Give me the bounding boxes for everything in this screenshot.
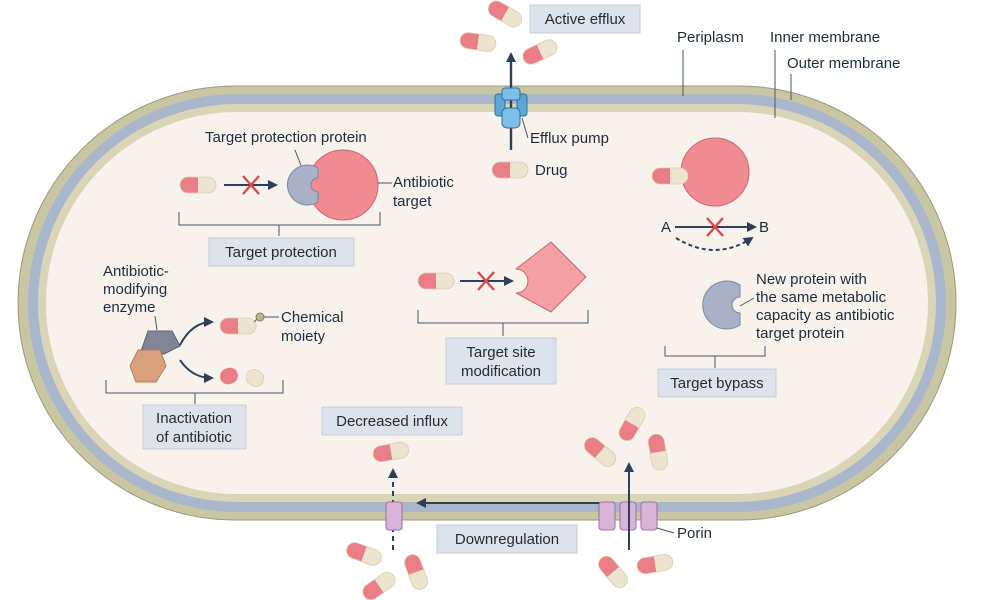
target-protection-group: Target protection protein Antibiotic tar… — [178, 129, 454, 267]
porin-label: Porin — [677, 525, 712, 542]
decreased-influx-label: Decreased influx — [336, 413, 448, 430]
drug-capsule — [401, 551, 431, 593]
modification-arrow — [179, 359, 214, 383]
modifying-enzyme-label-2: modifying — [103, 281, 167, 298]
porin-icon — [385, 501, 403, 531]
drug-capsule — [491, 161, 529, 179]
antibiotic-target-icon — [307, 149, 379, 221]
efflux-pump-icon — [494, 87, 528, 129]
envelope-labels: Periplasm Inner membrane Outer membrane — [677, 29, 900, 118]
inactivation-box — [142, 404, 247, 450]
target-bypass-box — [657, 368, 777, 398]
antibiotic-target-label-1: Antibiotic — [393, 174, 454, 191]
downregulation-label: Downregulation — [455, 531, 559, 548]
modifying-enzyme-label-1: Antibiotic- — [103, 263, 169, 280]
drug-capsule — [219, 317, 257, 335]
target-protection-protein-label: Target protection protein — [205, 129, 367, 146]
target-site-label-1: Target site — [466, 344, 535, 361]
bypass-arrow — [675, 236, 754, 251]
antibiotic-target-label-2: target — [393, 193, 432, 210]
new-protein-label-4: target protein — [756, 325, 844, 342]
target-protection-label: Target protection — [225, 244, 337, 261]
target-bypass-label: Target bypass — [670, 375, 763, 392]
drug-capsule — [343, 539, 385, 569]
porin-icon — [640, 501, 658, 531]
target-protection-protein-icon — [287, 164, 319, 206]
cytoplasm — [46, 112, 928, 494]
drug-label: Drug — [535, 162, 568, 179]
porin-icon — [598, 501, 616, 531]
drug-capsule — [519, 36, 561, 68]
block-cross-icon — [706, 217, 724, 237]
drug-capsule — [359, 568, 399, 600]
chemical-moiety-icon — [255, 312, 265, 322]
new-protein-label-2: the same metabolic — [756, 289, 887, 306]
drug-capsule — [485, 0, 525, 31]
target-site-box — [445, 337, 557, 385]
drug-capsule — [179, 176, 217, 194]
block-cross-icon — [242, 175, 260, 195]
modified-target-icon — [515, 241, 587, 313]
block-cross-icon — [477, 271, 495, 291]
cleaved-drug-icon — [220, 367, 265, 387]
efflux-pump-label: Efflux pump — [530, 130, 609, 147]
active-efflux-label: Active efflux — [545, 11, 626, 28]
antibiotic-target-icon — [680, 137, 750, 207]
modification-arrow — [179, 317, 214, 346]
inactivation-group: Antibiotic- modifying enzyme Chemical mo… — [103, 263, 344, 450]
drug-capsule — [458, 31, 498, 53]
inactivation-label-1: Inactivation — [156, 410, 232, 427]
active-efflux-box — [529, 4, 641, 34]
chemical-moiety-label-1: Chemical — [281, 309, 344, 326]
active-efflux-group: Active efflux Efflux pump Drug — [458, 0, 641, 179]
point-b-label: B — [759, 219, 769, 236]
chemical-moiety-label-2: moiety — [281, 328, 326, 345]
inner-membrane-label: Inner membrane — [770, 29, 880, 46]
periplasm-label: Periplasm — [677, 29, 744, 46]
drug-capsule — [651, 167, 689, 185]
new-protein-label-1: New protein with — [756, 271, 867, 288]
point-a-label: A — [661, 219, 671, 236]
modifying-enzyme-icon — [129, 330, 181, 383]
new-protein-label-3: capacity as antibiotic — [756, 307, 895, 324]
target-protection-box — [208, 237, 355, 267]
drug-capsule — [594, 552, 632, 592]
inactivation-label-2: of antibiotic — [156, 429, 232, 446]
decreased-influx-group: Decreased influx Downregulation Porin — [321, 404, 712, 600]
target-site-label-2: modification — [461, 363, 541, 380]
drug-capsule — [417, 272, 455, 290]
new-protein-icon — [702, 280, 741, 330]
modifying-enzyme-label-3: enzyme — [103, 299, 156, 316]
decreased-influx-box — [321, 406, 463, 436]
target-site-modification-group: Target site modification — [417, 241, 589, 385]
target-bypass-group: A B New protein with the same metabolic … — [651, 137, 895, 398]
outer-membrane-label: Outer membrane — [787, 55, 900, 72]
downregulation-box — [436, 524, 578, 554]
drug-capsule — [635, 552, 675, 576]
